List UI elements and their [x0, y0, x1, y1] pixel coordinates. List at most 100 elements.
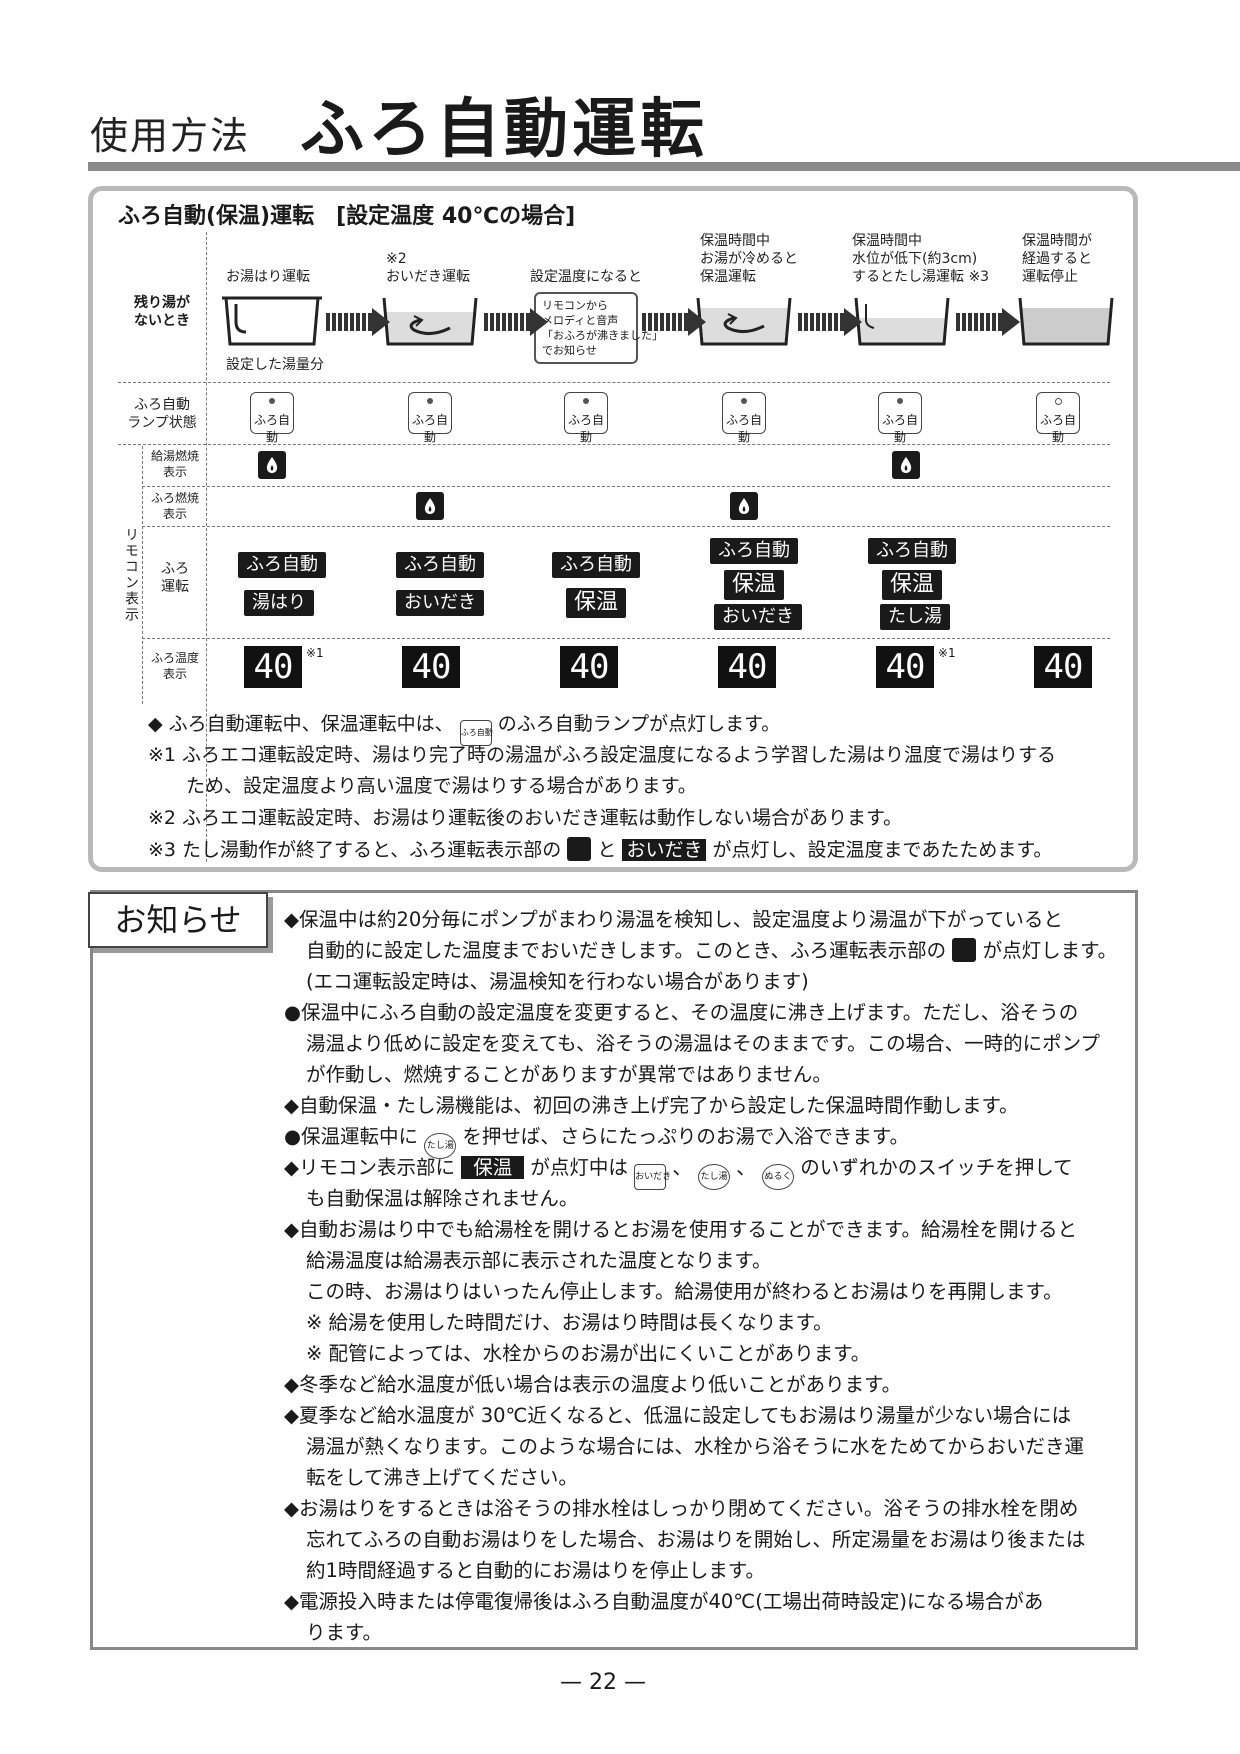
notice-line: ◆保温中は約20分毎にポンプがまわり湯温を検知し、設定温度より湯温が下がっている…	[284, 904, 1063, 935]
reheat-button-icon: おいだき	[634, 1164, 666, 1190]
temp-display: 40	[560, 646, 618, 688]
row-label-supply-burn: 給湯燃焼 表示	[144, 448, 206, 480]
row-divider	[118, 382, 1110, 383]
notice-line: 転をして沸き上げてください。	[306, 1462, 578, 1493]
auto-operation-panel	[88, 186, 1138, 872]
flow-arrow-icon	[798, 308, 862, 336]
row-divider	[142, 486, 1110, 487]
notice-line: ◆自動保温・たし湯機能は、初回の沸き上げ完了から設定した保温時間作動します。	[284, 1090, 1019, 1121]
panel-title: ふろ自動(保温)運転 [設定温度 40℃の場合]	[118, 198, 575, 230]
row-divider	[142, 526, 1110, 527]
op-badge: ふろ自動	[710, 538, 798, 564]
header-rule	[88, 162, 1240, 171]
auto-lamp-lit: ふろ自動	[250, 392, 294, 434]
row-label-bath-burn: ふろ燃焼 表示	[144, 490, 206, 522]
row-label-remote: リモコン表示	[118, 520, 140, 630]
row-label-bath-op: ふろ 運転	[144, 560, 206, 596]
notice-line: ります。	[306, 1617, 382, 1648]
notice-line: 忘れてふろの自動お湯はりをした場合、お湯はりを開始し、所定湯量をお湯はり後または	[306, 1524, 1085, 1555]
op-badge: 保温	[882, 570, 942, 600]
op-badge: 保温	[566, 588, 626, 618]
bathtub-stopped-icon	[1016, 292, 1116, 348]
panel-note-2: ※1 ふろエコ運転設定時、湯はり完了時の湯温がふろ設定温度になるよう学習した湯は…	[148, 743, 1056, 767]
panel-note-3: ※2 ふろエコ運転設定時、お湯はり運転後のおいだき運転は動作しない場合があります…	[148, 806, 902, 830]
step-caption: 保温時間が 経過すると 運転停止	[1022, 232, 1092, 286]
notice-line: が作動し、燃焼することがありますが異常ではありません。	[306, 1059, 832, 1090]
flow-arrow-icon	[956, 308, 1020, 336]
notice-line: も自動保温は解除されません。	[306, 1183, 578, 1214]
notice-line: 湯温より低めに設定を変えても、浴そうの湯温はそのままです。この場合、一時的にポン…	[306, 1028, 1100, 1059]
step-caption: 設定温度になると	[530, 268, 642, 286]
op-badge: ふろ自動	[238, 552, 326, 578]
step-caption: 保温時間中 水位が低下(約3cm) するとたし湯運転 ※3	[852, 232, 989, 286]
page-number: — 22 —	[560, 1670, 646, 1695]
temp-display: 40	[1034, 646, 1092, 688]
flow-arrow-icon	[642, 308, 706, 336]
auto-lamp-lit: ふろ自動	[878, 392, 922, 434]
cool-button-icon: ぬるく	[762, 1164, 794, 1190]
auto-lamp-lit: ふろ自動	[722, 392, 766, 434]
panel-note-1: ◆ ふろ自動運転中、保温運転中は、 ふろ自動 のふろ自動ランプが点灯します。	[148, 712, 780, 746]
notice-line: ◆自動お湯はり中でも給湯栓を開けるとお湯を使用することができます。給湯栓を開ける…	[284, 1214, 1077, 1245]
op-badge: ふろ自動	[552, 552, 640, 578]
temp-display: 40	[244, 646, 302, 688]
temp-display: 40	[876, 646, 934, 688]
op-badge: 保温	[724, 570, 784, 600]
bathtub-topup-icon	[852, 292, 952, 348]
op-badge: 湯はり	[244, 590, 314, 616]
auto-lamp-lit: ふろ自動	[564, 392, 608, 434]
keepwarm-badge: 保温	[461, 1156, 524, 1179]
flame-icon	[567, 837, 591, 861]
notice-line: ●保温中にふろ自動の設定温度を変更すると、その温度に沸き上げます。ただし、浴そう…	[284, 997, 1078, 1028]
bathtub-filling-icon	[222, 292, 322, 348]
row-label-no-water: 残り湯が ないとき	[118, 294, 206, 330]
page-title: ふろ自動運転	[300, 78, 708, 170]
notice-line: この時、お湯はりはいったん停止します。給湯使用が終わるとお湯はりを再開します。	[306, 1276, 1063, 1307]
temp-display: 40	[718, 646, 776, 688]
notice-line: ◆冬季など給水温度が低い場合は表示の温度より低いことがあります。	[284, 1369, 901, 1400]
op-badge: おいだき	[714, 604, 802, 630]
notice-line: 約1時間経過すると自動的にお湯はりを停止します。	[306, 1555, 765, 1586]
op-badge: おいだき	[396, 590, 484, 616]
column-divider	[206, 232, 207, 862]
footnote-mark: ※1	[938, 646, 956, 660]
notice-line: 給湯温度は給湯表示部に表示された温度となります。	[306, 1245, 771, 1276]
notice-line: (エコ運転設定時は、湯温検知を行わない場合があります)	[306, 966, 809, 997]
notice-line: ※ 給湯を使用した時間だけ、お湯はり時間は長くなります。	[306, 1307, 833, 1338]
reheat-badge: おいだき	[622, 839, 706, 861]
flame-icon	[952, 938, 976, 962]
op-badge: たし湯	[880, 604, 950, 630]
auto-lamp-off: ふろ自動	[1036, 392, 1080, 434]
op-badge: ふろ自動	[396, 552, 484, 578]
notice-line: 湯温が熱くなります。このような場合には、水栓から浴そうに水をためてからおいだき運	[306, 1431, 1084, 1462]
flame-icon	[258, 451, 286, 479]
flame-icon	[892, 451, 920, 479]
notice-tab: お知らせ	[88, 892, 268, 948]
notice-line: ◆夏季など給水温度が 30℃近くなると、低温に設定してもお湯はり湯量が少ない場合…	[284, 1400, 1071, 1431]
flame-icon	[416, 492, 444, 520]
notice-line: ※ 配管によっては、水栓からのお湯が出にくいことがあります。	[306, 1338, 870, 1369]
flow-arrow-icon	[326, 308, 390, 336]
panel-note-4: ※3 たし湯動作が終了すると、ふろ運転表示部の と おいだき が点灯し、設定温度…	[148, 837, 1052, 862]
footnote-mark: ※1	[306, 646, 324, 660]
step-caption: 保温時間中 お湯が冷めると 保温運転	[700, 232, 798, 286]
flow-arrow-icon	[484, 308, 548, 336]
message-box: リモコンから メロディと音声 「おふろが沸きました」 でお知らせ	[534, 292, 638, 364]
row-label-bath-temp: ふろ温度 表示	[144, 650, 206, 682]
row-label-lamp: ふろ自動 ランプ状態	[118, 396, 206, 432]
auto-lamp-lit: ふろ自動	[408, 392, 452, 434]
row-divider	[118, 444, 1110, 445]
panel-note-2-cont: ため、設定温度より高い温度で湯はりする場合があります。	[186, 774, 697, 798]
notice-line: ◆お湯はりをするときは浴そうの排水栓はしっかり閉めてください。浴そうの排水栓を閉…	[284, 1493, 1078, 1524]
notice-line: 自動的に設定した温度までおいだきします。このとき、ふろ運転表示部の が点灯します…	[306, 935, 1117, 966]
remote-group-divider	[142, 446, 143, 704]
flame-icon	[730, 492, 758, 520]
row-divider	[142, 638, 1110, 639]
step-caption: ※2 おいだき運転	[386, 250, 470, 286]
bathtub-reheat-icon	[380, 292, 480, 348]
notice-line: ◆電源投入時または停電復帰後はふろ自動温度が40℃(工場出荷時設定)になる場合が…	[284, 1586, 1043, 1617]
topup-button-icon: たし湯	[698, 1164, 730, 1190]
step-caption: お湯はり運転	[226, 268, 310, 286]
step-below-caption: 設定した湯量分	[226, 356, 324, 374]
section-label: 使用方法	[90, 105, 250, 160]
